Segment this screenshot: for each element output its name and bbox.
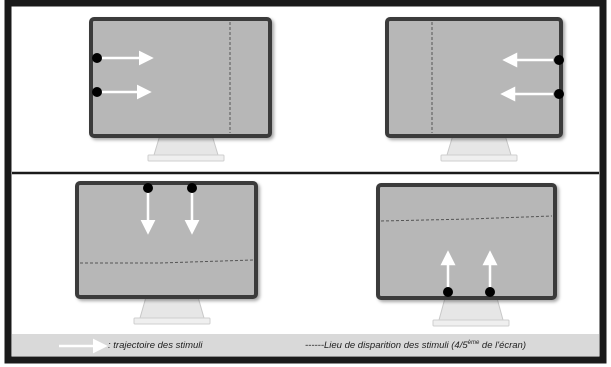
monitor-bottom-to-top (376, 183, 557, 327)
stimulus-dot (92, 53, 102, 63)
monitor-left-to-right (89, 17, 272, 162)
stimulus-dot (92, 87, 102, 97)
legend-bar (12, 334, 599, 356)
monitor-stand (438, 297, 504, 321)
stimulus-dot (554, 55, 564, 65)
monitor-base (133, 317, 211, 325)
monitor-base (432, 319, 510, 327)
monitor-screen (89, 17, 272, 138)
legend-disappearance-suffix: de l'écran) (479, 340, 526, 352)
legend-disappearance-text: Lieu de disparition des stimuli (4/5 (323, 340, 468, 352)
monitor-top-to-bottom (75, 181, 258, 325)
monitor-screen (385, 17, 563, 138)
monitor-base (440, 154, 518, 162)
monitor-right-to-left (385, 17, 564, 162)
monitor-base (147, 154, 225, 162)
stimulus-dot (143, 183, 153, 193)
legend-disappearance-sup: ème (467, 340, 480, 346)
legend-trajectory-label: : trajectoire des stimuli (108, 340, 203, 351)
legend-dash-prefix: ------ (305, 340, 324, 352)
monitor-stand (139, 296, 205, 319)
monitor-screen (376, 183, 557, 300)
stimulus-dot (554, 89, 564, 99)
disappearance-line (80, 259, 254, 264)
legend-disappearance-label: ------Lieu de disparition des stimuli (4… (305, 340, 526, 351)
stimulus-dot (485, 287, 495, 297)
stimulus-dot (443, 287, 453, 297)
monitor-screen (75, 181, 258, 299)
stimulus-dot (187, 183, 197, 193)
